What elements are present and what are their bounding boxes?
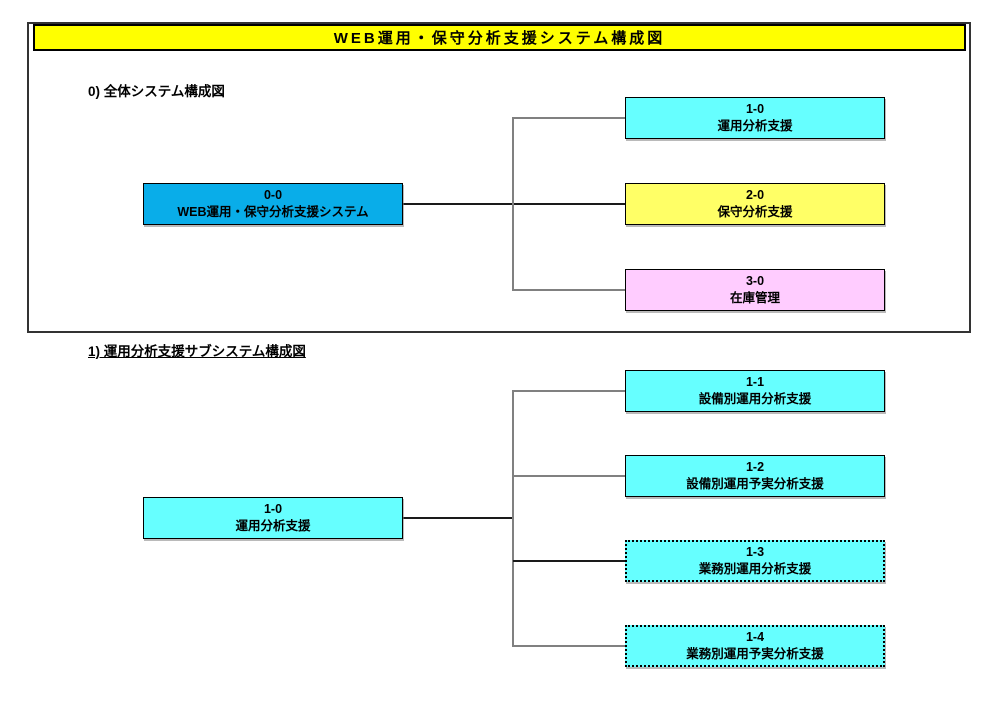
node-code: 0-0 [263,188,283,203]
node-0-0: 0-0 WEB運用・保守分析支援システム [143,183,403,225]
node-label: 業務別運用分析支援 [698,562,812,576]
connector-line [513,645,625,647]
node-2-0: 2-0 保守分析支援 [625,183,885,225]
node-label: WEB運用・保守分析支援システム [177,205,369,219]
connector-line [403,203,625,205]
connector-line [403,517,513,519]
connector-line [513,117,625,119]
node-label: 設備別運用分析支援 [698,392,812,406]
node-1-0: 1-0 運用分析支援 [625,97,885,139]
node-1-1: 1-1 設備別運用分析支援 [625,370,885,412]
connector-line [513,289,625,291]
node-code: 3-0 [745,274,765,289]
diagram-title-bar: WEB運用・保守分析支援システム構成図 [33,24,966,51]
node-label: 設備別運用予実分析支援 [686,477,824,491]
node-label: 業務別運用予実分析支援 [686,647,824,661]
node-code: 1-3 [745,545,765,560]
node-3-0: 3-0 在庫管理 [625,269,885,311]
section0-heading: 0) 全体システム構成図 [88,84,225,99]
node-label: 在庫管理 [729,291,780,305]
node-1-3: 1-3 業務別運用分析支援 [625,540,885,582]
diagram-title: WEB運用・保守分析支援システム構成図 [333,30,666,47]
node-label: 保守分析支援 [717,205,793,219]
node-label: 運用分析支援 [235,519,311,533]
node-label: 運用分析支援 [717,119,793,133]
node-code: 1-4 [745,630,765,645]
connector-line [512,117,514,291]
node-code: 1-2 [745,460,765,475]
connector-line [513,560,625,562]
section1-heading: 1) 運用分析支援サブシステム構成図 [88,344,306,359]
connector-line [513,390,625,392]
node-code: 1-1 [745,375,765,390]
node-code: 2-0 [745,188,765,203]
node-1-2: 1-2 設備別運用予実分析支援 [625,455,885,497]
node-code: 1-0 [745,102,765,117]
node-1-4: 1-4 業務別運用予実分析支援 [625,625,885,667]
connector-line [512,390,514,647]
node-1-0-sub: 1-0 運用分析支援 [143,497,403,539]
connector-line [513,475,625,477]
node-code: 1-0 [263,502,283,517]
